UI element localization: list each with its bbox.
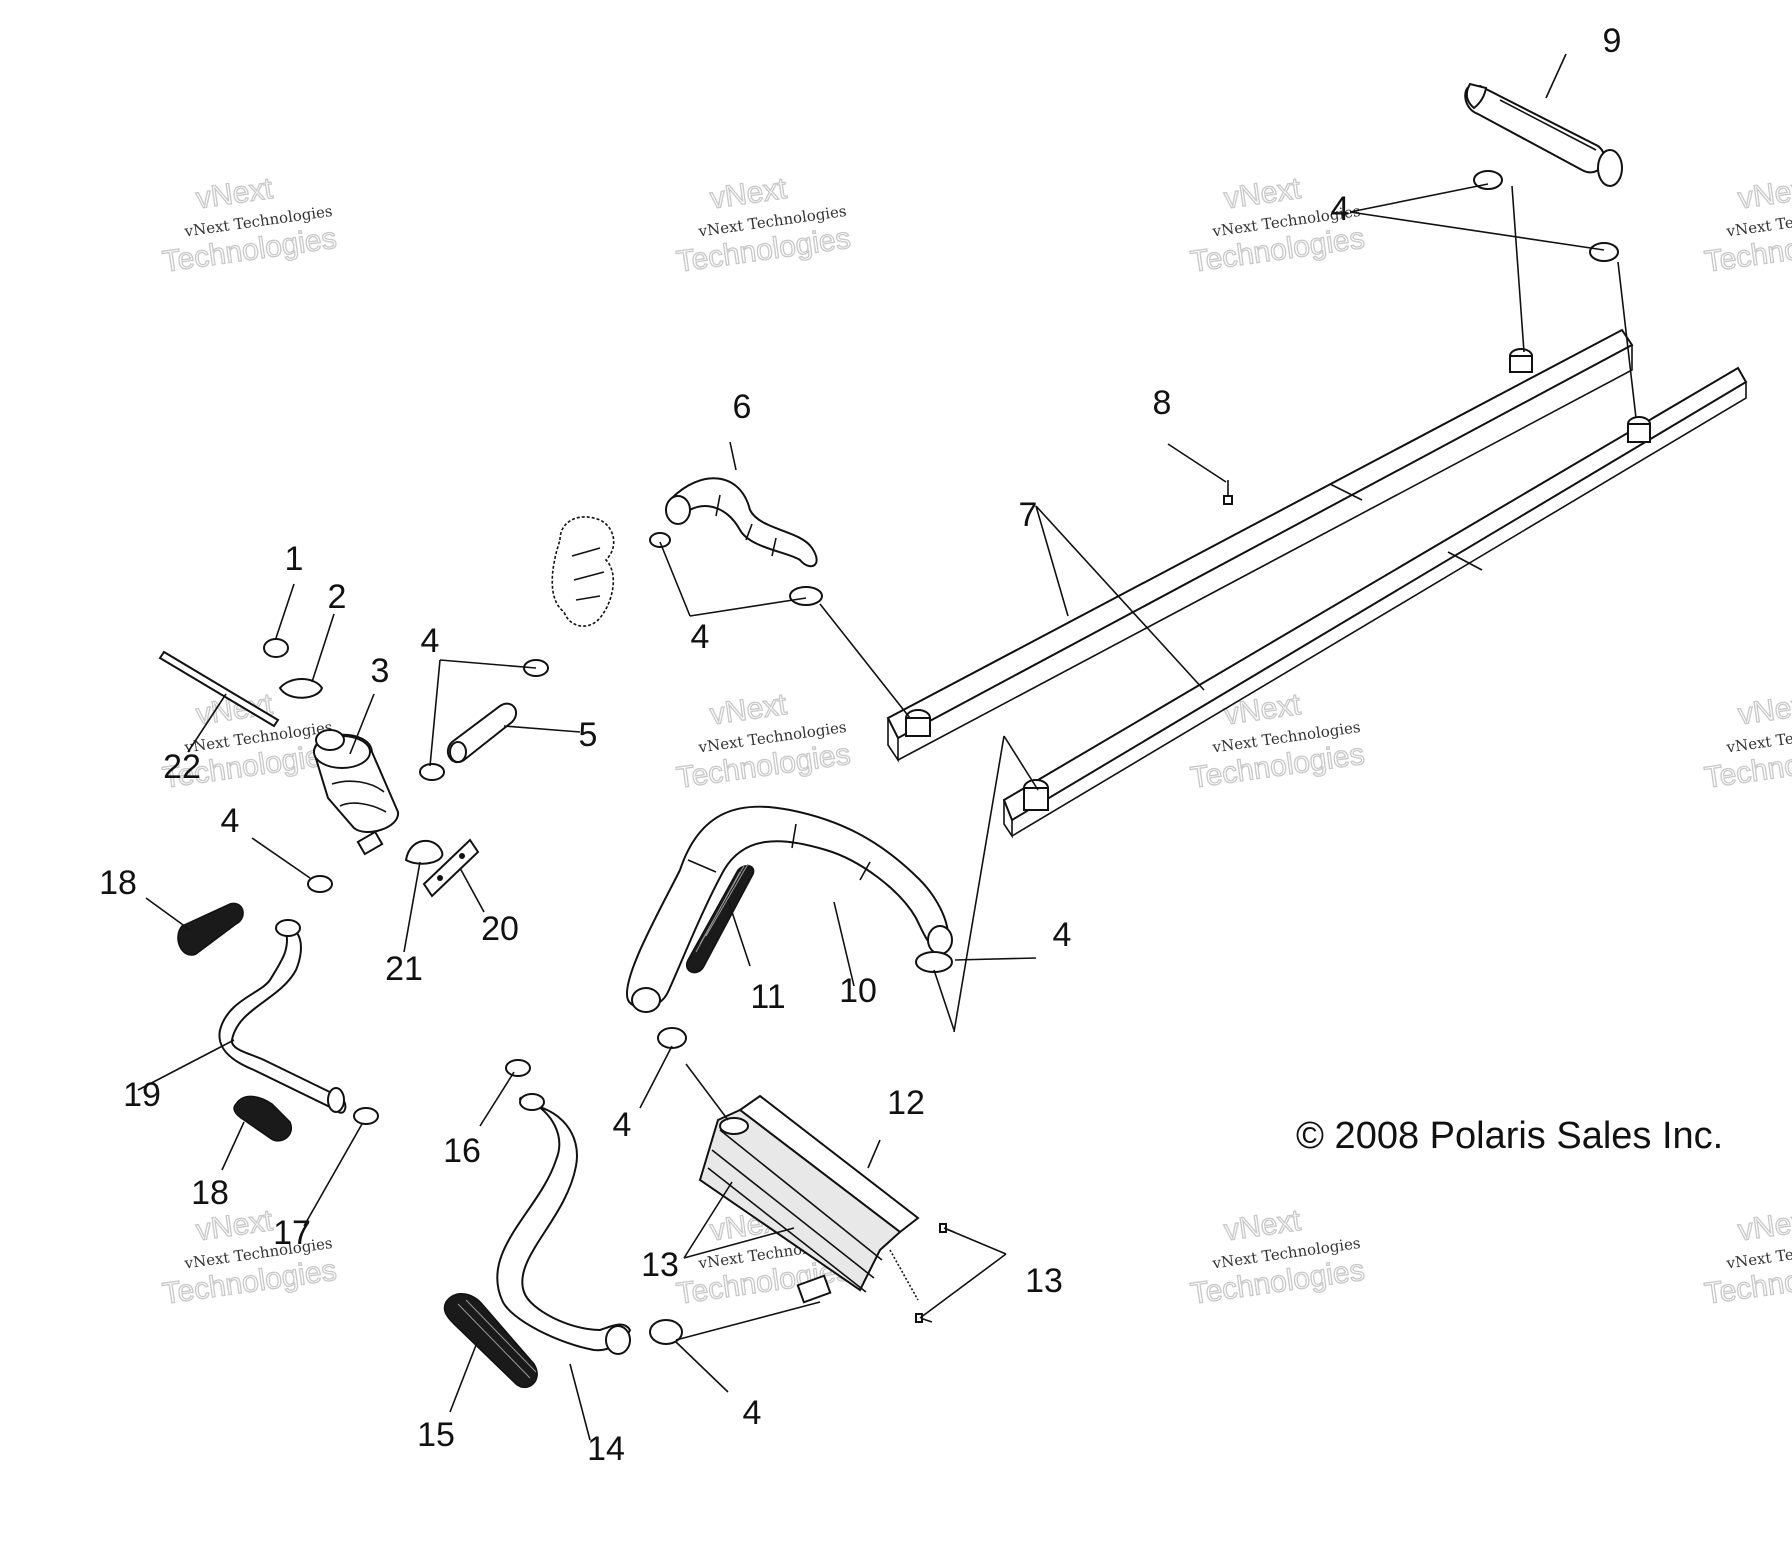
callout-4a: 4 [421,622,440,660]
part-12-heat-exchanger [698,1094,920,1304]
part-4-clamp-19 [307,875,333,893]
callout-1: 1 [285,540,304,578]
callout-12: 12 [887,1084,925,1122]
callout-19: 19 [123,1076,161,1114]
part-4-clamp-12 [649,1319,683,1345]
callout-8: 8 [1153,384,1172,422]
watermark-line1: vNext [1222,172,1303,215]
copyright-notice: © 2008 Polaris Sales Inc. [1296,1115,1723,1157]
callout-4g: 4 [743,1394,762,1432]
callout-18a: 18 [99,864,137,902]
part-2-pressure-cap [278,678,324,699]
callout-6: 6 [733,388,752,426]
part-6-hose [665,477,818,568]
part-3-reservoir [312,729,399,856]
watermark-line1: vNext [194,172,275,215]
callout-4d: 4 [221,802,240,840]
part-1-cap-seal [263,638,289,658]
callout-7: 7 [1019,496,1038,534]
callout-9: 9 [1603,22,1622,60]
watermark-line1: vNext [1736,688,1792,731]
part-8-fastener [1223,480,1233,505]
water-pump-housing [551,516,615,627]
watermark-line1: vNext [1222,1204,1303,1247]
callout-18b: 18 [191,1174,229,1212]
callout-15: 15 [417,1416,455,1454]
part-20-mounting-plate [422,838,480,898]
watermark-line1: vNext [1736,1204,1792,1247]
callout-22: 22 [163,748,201,786]
callout-20: 20 [481,910,519,948]
watermark-line1: vNext [708,688,789,731]
callout-5: 5 [579,716,598,754]
part-5-hose [446,702,518,763]
watermark-line1: vNext [1736,172,1792,215]
part-4-clamp-9 [1473,170,1619,262]
part-14-hose [496,1093,632,1355]
part-16-clamp [505,1059,531,1077]
callout-4c: 4 [1331,190,1350,228]
callout-13b: 13 [1025,1262,1063,1300]
callout-4e: 4 [1053,916,1072,954]
callout-21: 21 [385,950,423,988]
part-21-gasket [404,839,444,865]
callout-3: 3 [371,652,390,690]
part-7-heat-exchanger-upper [886,328,1634,763]
part-11-sleeve [685,863,755,974]
callout-11: 11 [750,978,785,1016]
callout-16: 16 [443,1132,481,1170]
part-22-rod [158,650,280,728]
callout-10: 10 [839,972,877,1010]
callout-14: 14 [587,1430,625,1468]
callout-17: 17 [273,1214,311,1252]
part-10-hose [625,805,953,1013]
callout-4f: 4 [613,1106,632,1144]
part-18-sleeve-lower [233,1095,293,1142]
watermark-line1: vNext [708,172,789,215]
callout-2: 2 [328,578,347,616]
leader-lines [137,53,1637,1441]
part-4-clamp-10 [657,951,953,1049]
watermark-line1: vNext [1222,688,1303,731]
callout-13a: 13 [641,1246,679,1284]
part-18-sleeve-upper [177,902,244,956]
callout-labels: 1 2 3 4 4 4 4 4 4 4 5 6 7 8 9 10 11 12 1… [99,22,1621,1468]
part-9-hose [1464,82,1623,187]
part-4-clamp-6a [649,532,823,606]
part-17-clamp [353,1107,379,1125]
part-19-hose [218,919,347,1114]
part-15-sleeve [443,1293,538,1389]
callout-4b: 4 [691,618,710,656]
